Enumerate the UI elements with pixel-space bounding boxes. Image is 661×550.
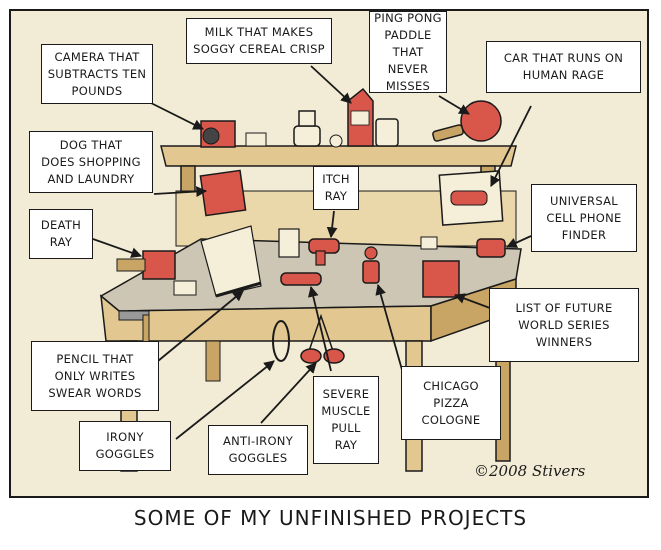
arrow-itch bbox=[326, 210, 338, 239]
label-chicago: CHICAGO PIZZA COLOGNE bbox=[401, 366, 501, 440]
arrow-pencil bbox=[157, 290, 244, 362]
arrow-universal bbox=[506, 235, 532, 248]
paper-sheet bbox=[200, 225, 262, 297]
cup bbox=[278, 228, 300, 258]
label-death: DEATH RAY bbox=[29, 209, 93, 259]
arrow-antiirony bbox=[260, 362, 317, 424]
label-car: CAR THAT RUNS ON HUMAN RAGE bbox=[486, 41, 641, 93]
shelf-box bbox=[245, 132, 267, 147]
jar bbox=[293, 110, 321, 147]
arrows bbox=[92, 65, 532, 440]
arrow-irony bbox=[175, 360, 275, 440]
world-series-box bbox=[422, 260, 460, 298]
car-drawing bbox=[438, 170, 504, 226]
irony-goggles bbox=[272, 320, 290, 362]
arrow-death bbox=[92, 238, 143, 258]
shelf-jar bbox=[375, 118, 399, 147]
arrow-pingpong bbox=[438, 95, 470, 115]
small-block bbox=[173, 280, 197, 296]
camera-gadget bbox=[200, 120, 236, 148]
arrow-severe bbox=[307, 285, 332, 372]
dog-picture bbox=[199, 169, 247, 217]
label-dog: DOG THAT DOES SHOPPING AND LAUNDRY bbox=[29, 131, 153, 193]
copyright: ©2008 Stivers bbox=[474, 462, 586, 480]
label-antiirony: ANTI-IRONY GOGGLES bbox=[208, 425, 308, 475]
cologne-bottle bbox=[362, 246, 380, 284]
label-pencil: PENCIL THAT ONLY WRITES SWEAR WORDS bbox=[31, 341, 159, 411]
arrow-dog bbox=[153, 186, 208, 197]
pencil bbox=[215, 281, 262, 298]
label-irony: IRONY GOGGLES bbox=[79, 421, 171, 471]
arrow-milk bbox=[310, 65, 352, 104]
death-ray-gadget bbox=[116, 250, 176, 280]
label-itch: ITCH RAY bbox=[313, 166, 359, 210]
small-box bbox=[420, 236, 438, 250]
label-milk: MILK THAT MAKES SOGGY CEREAL CRISP bbox=[186, 18, 332, 64]
milk-carton bbox=[347, 87, 374, 147]
label-worldseries: LIST OF FUTURE WORLD SERIES WINNERS bbox=[489, 288, 639, 362]
label-camera: CAMERA THAT SUBTRACTS TEN POUNDS bbox=[41, 44, 153, 104]
comic-caption: SOME OF MY UNFINISHED PROJECTS bbox=[133, 506, 528, 530]
muscle-pull-ray bbox=[280, 272, 322, 286]
comic-panel: CAMERA THAT SUBTRACTS TEN POUNDS MILK TH… bbox=[9, 9, 649, 498]
ball bbox=[329, 134, 343, 148]
label-severe: SEVERE MUSCLE PULL RAY bbox=[313, 376, 379, 464]
cell-phone-finder bbox=[476, 238, 506, 258]
arrow-car bbox=[490, 105, 532, 187]
arrow-camera bbox=[150, 102, 204, 130]
ping-pong-paddle bbox=[432, 100, 502, 142]
label-pingpong: PING PONG PADDLE THAT NEVER MISSES bbox=[369, 11, 447, 93]
label-universal: UNIVERSAL CELL PHONE FINDER bbox=[531, 184, 637, 252]
itch-ray-gadget bbox=[308, 238, 340, 266]
